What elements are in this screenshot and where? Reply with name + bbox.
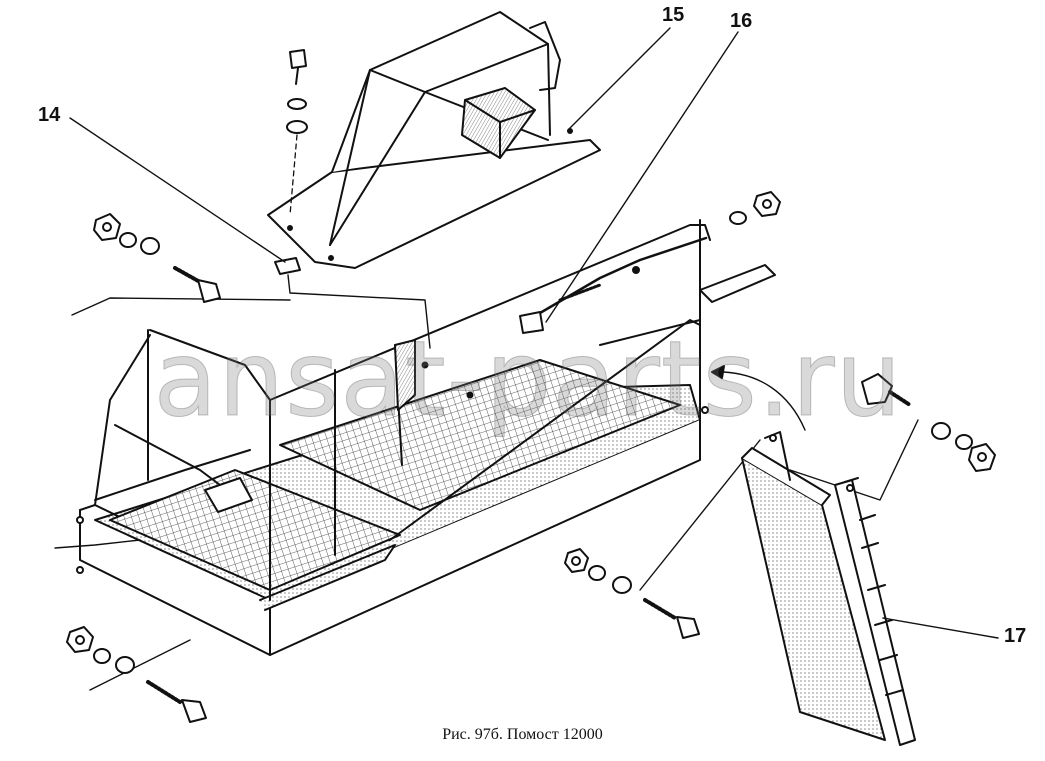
square-bar [699,264,776,303]
callout-label-16: 16 [730,10,753,32]
figure-caption: Рис. 97б. Помост 12000 [442,726,603,743]
plate-part-14 [274,257,431,349]
callout-label-14: 14 [38,104,61,126]
bolt-set-middle [564,439,761,639]
cover-part-15 [267,11,601,269]
callout-leaders [69,27,999,639]
callout-label-17: 17 [1004,625,1027,647]
bolt-top-cover [286,49,308,216]
assembly-arrow [711,365,806,431]
callout-label-15: 15 [662,4,685,26]
bolt-set-right [789,373,996,501]
nut-washer-right-top [729,191,781,225]
rod-part-16 [519,236,708,334]
platform-frame [54,219,711,691]
bolt-set-left-top [93,213,221,303]
bolt-set-left-bottom [66,626,207,723]
ladder-part-17 [741,431,916,746]
